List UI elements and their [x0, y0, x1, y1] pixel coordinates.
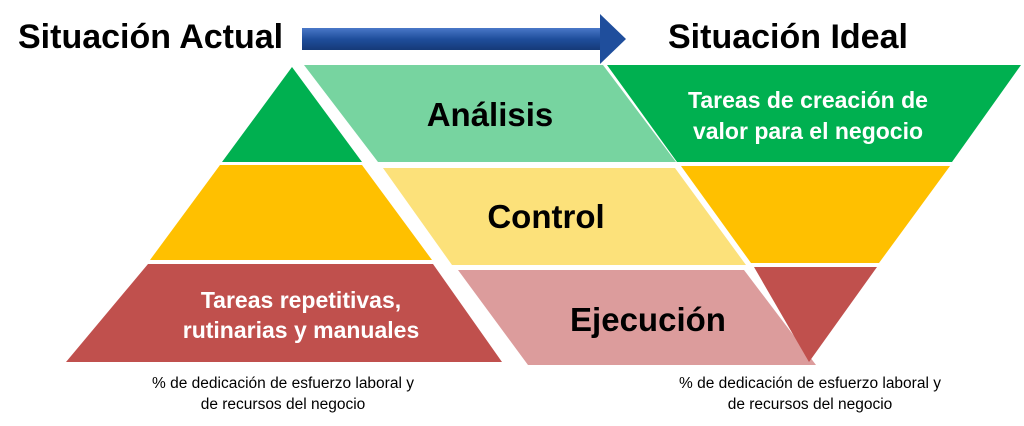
right-caption-line2: de recursos del negocio [728, 396, 893, 413]
center-ejecucion-band [458, 270, 816, 365]
left-pyramid-bottom [66, 264, 502, 362]
left-pyramid-middle [150, 165, 432, 260]
left-pyramid-top [222, 67, 362, 162]
left-title: Situación Actual [18, 18, 283, 56]
arrow-right-icon [302, 14, 626, 64]
center-control-label: Control [487, 198, 604, 235]
center-ejecucion-label: Ejecución [570, 301, 726, 338]
center-analisis-band [304, 65, 676, 162]
center-analisis-label: Análisis [427, 96, 554, 133]
right-top-label-line2: valor para el negocio [693, 118, 923, 144]
left-caption-line2: de recursos del negocio [201, 396, 366, 413]
left-bottom-label-line2: rutinarias y manuales [183, 317, 420, 343]
center-control-band [383, 168, 746, 265]
right-title: Situación Ideal [668, 18, 908, 56]
left-caption-line1: % de dedicación de esfuerzo laboral y [152, 375, 414, 392]
right-top-label-line1: Tareas de creación de [688, 87, 928, 113]
right-pyramid-middle [681, 166, 950, 263]
right-caption-line1: % de dedicación de esfuerzo laboral y [679, 375, 941, 392]
right-pyramid-top [607, 65, 1021, 162]
right-pyramid-bottom [754, 267, 877, 362]
left-bottom-label-line1: Tareas repetitivas, [201, 287, 401, 313]
